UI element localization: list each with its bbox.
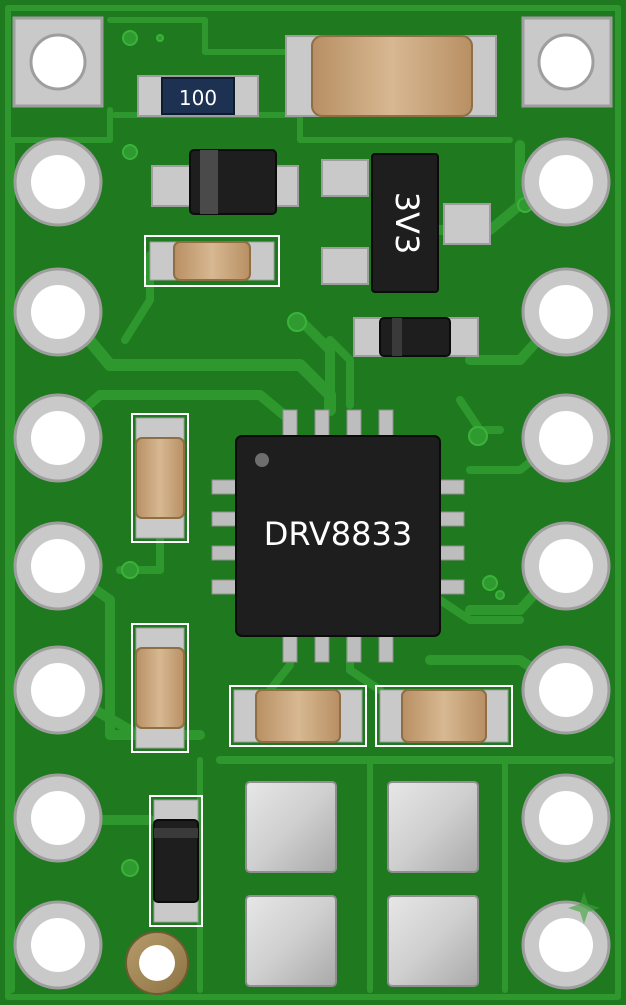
power-pads	[245, 781, 479, 987]
diode-small	[353, 317, 479, 357]
resistor-label: 100	[179, 86, 217, 110]
capacitor-c1	[144, 235, 280, 287]
regulator-label: 3V3	[388, 192, 426, 255]
capacitor-c4	[229, 685, 367, 747]
sparkle-icon	[568, 892, 600, 924]
driver-ic: DRV8833	[211, 409, 465, 663]
stripe-icon	[200, 150, 218, 214]
diode-bottom	[149, 795, 203, 927]
right-pin-header	[521, 137, 611, 990]
left-pin-header	[13, 137, 103, 990]
corner-pads	[12, 16, 613, 108]
diode-top	[151, 149, 299, 215]
capacitor-c5	[375, 685, 513, 747]
large-capacitor	[285, 35, 497, 117]
resistor-100: 100	[137, 75, 259, 117]
capacitor-c2	[131, 413, 189, 543]
capacitor-c3	[131, 623, 189, 753]
mounting-hole	[125, 931, 189, 995]
ic-label: DRV8833	[264, 515, 412, 553]
dot-icon	[255, 453, 269, 467]
voltage-regulator: 3V3	[321, 153, 491, 293]
